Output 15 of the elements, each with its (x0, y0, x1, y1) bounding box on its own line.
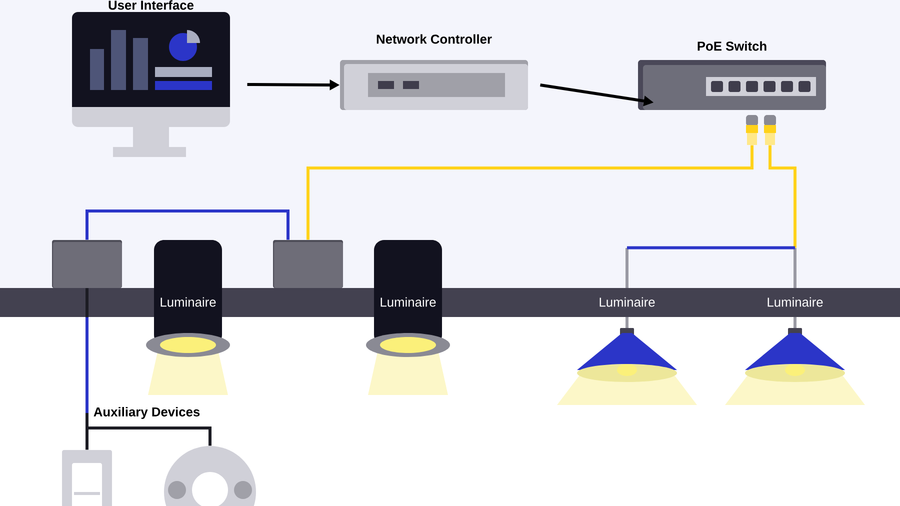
group-label: Auxiliary Devices (94, 407, 200, 419)
device-label: User Interface (108, 0, 194, 10)
luminaire-label: Luminaire (600, 297, 655, 307)
luminaire-label: Luminaire (768, 297, 823, 307)
cable (306, 145, 754, 240)
driver-box (52, 240, 122, 288)
cable (86, 288, 212, 446)
device-label: PoE Switch (698, 41, 766, 51)
sensor-drawing (164, 446, 256, 506)
device-label: Network Controller (376, 34, 492, 44)
driver-box (273, 240, 343, 288)
wall-switch-drawing (62, 450, 112, 506)
cable (768, 145, 796, 248)
cable (86, 210, 290, 240)
cable (627, 246, 795, 250)
